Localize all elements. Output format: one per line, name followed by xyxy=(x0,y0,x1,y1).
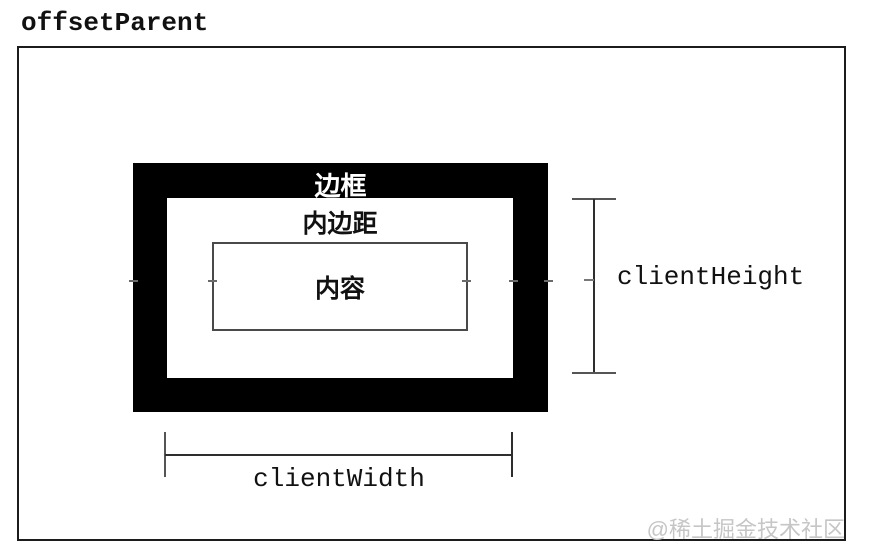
watermark: @稀土掘金技术社区 xyxy=(646,517,845,542)
padding-label: 内边距 xyxy=(302,210,378,238)
edge-tick xyxy=(509,280,518,282)
client-width-measure-line xyxy=(165,454,513,456)
content-box: 内容 xyxy=(212,242,468,331)
client-height-mid-tick xyxy=(584,279,594,281)
edge-tick xyxy=(208,280,217,282)
client-height-cap-bottom xyxy=(572,372,616,374)
edge-tick xyxy=(462,280,471,282)
content-label: 内容 xyxy=(314,274,365,303)
edge-tick xyxy=(544,280,553,282)
border-label: 边框 xyxy=(314,171,367,201)
client-width-tick-right xyxy=(511,432,513,477)
client-width-label: clientWidth xyxy=(253,464,425,494)
client-height-label: clientHeight xyxy=(617,262,805,292)
edge-tick xyxy=(129,280,138,282)
client-height-measure-line xyxy=(593,199,595,374)
page-title: offsetParent xyxy=(21,8,209,38)
